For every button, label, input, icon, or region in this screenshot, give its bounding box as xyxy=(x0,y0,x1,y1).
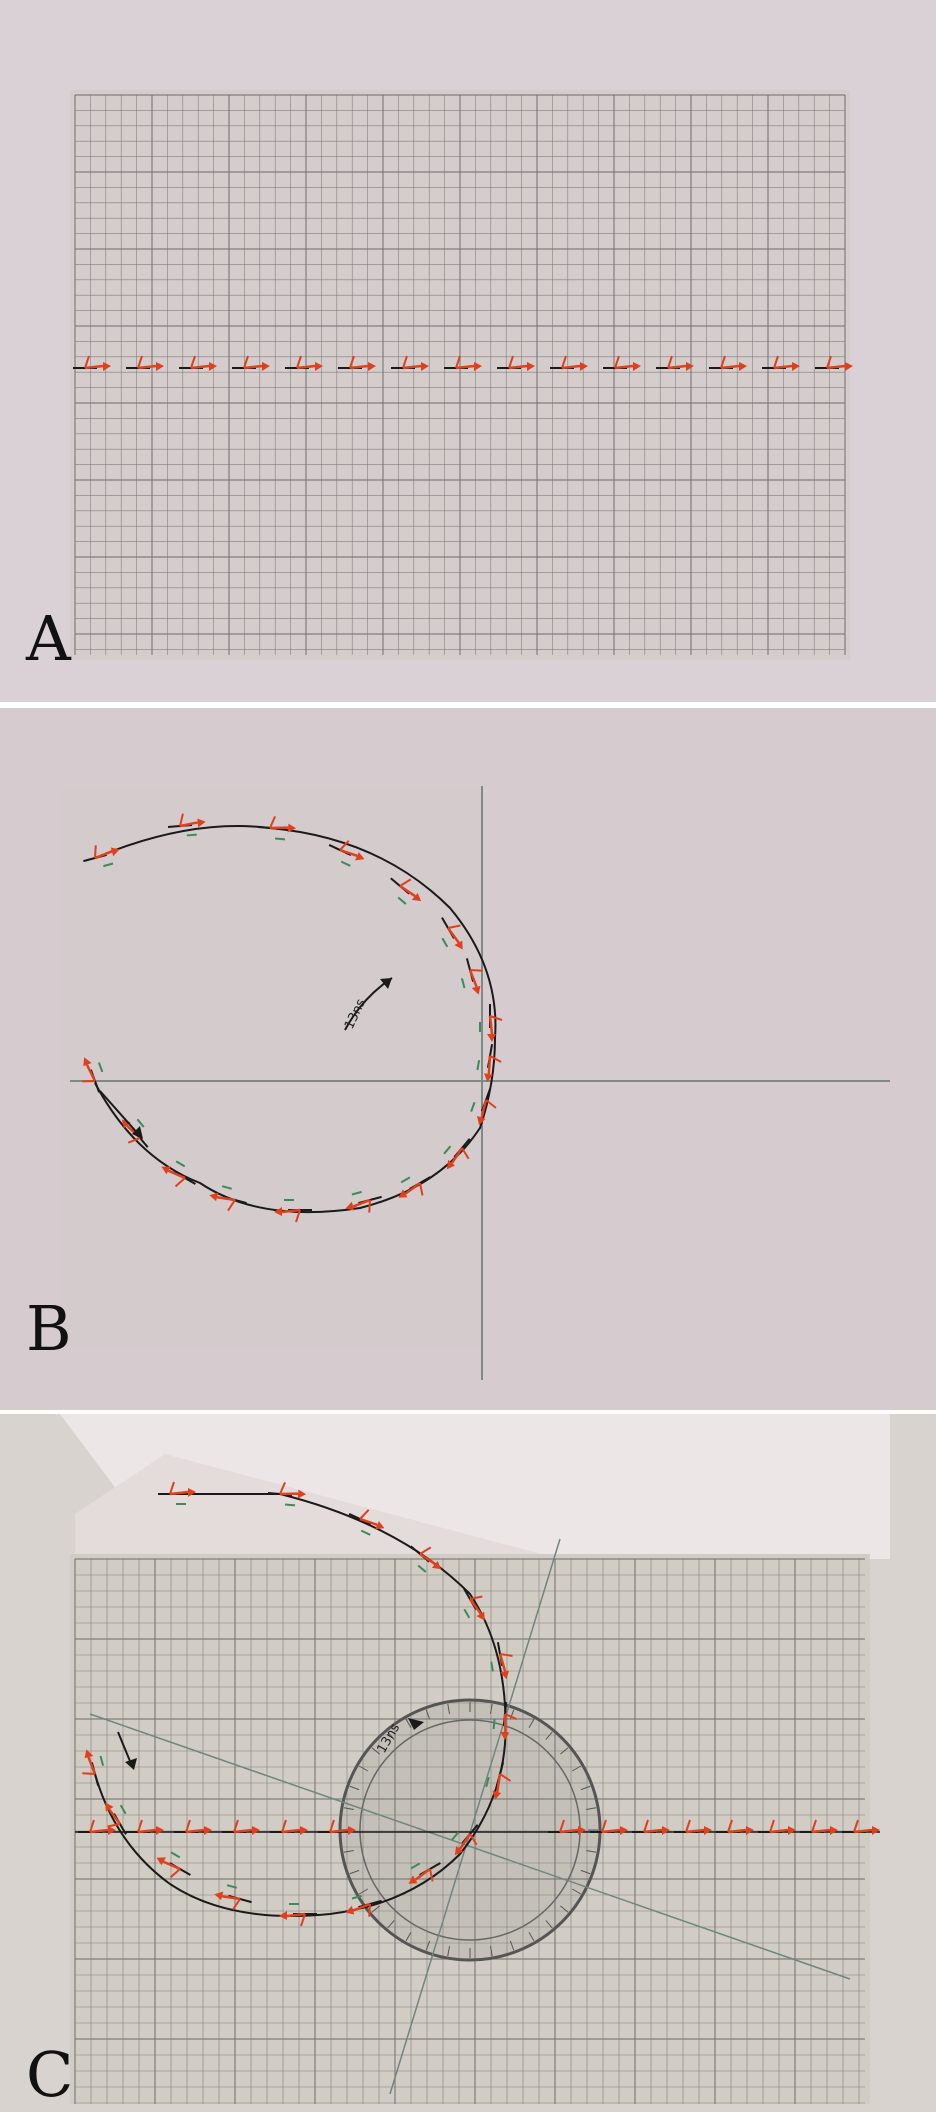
trajectory-marker xyxy=(842,1819,880,1835)
panel-b-paper: 13ns xyxy=(0,708,936,1410)
panel-a-photo: A xyxy=(0,0,936,702)
panel-c-paper: 13ns xyxy=(0,1414,936,2112)
panel-a-label: A xyxy=(26,602,71,675)
trajectory-marker xyxy=(674,1819,712,1835)
trajectory-marker xyxy=(73,355,111,371)
trajectory-marker xyxy=(209,1185,247,1212)
panel-c-markers xyxy=(78,1481,880,1927)
trajectory-marker xyxy=(345,1894,382,1917)
panel-b-photo: 13ns B xyxy=(0,708,936,1410)
trajectory-marker xyxy=(762,355,800,371)
trajectory-marker xyxy=(274,1199,312,1223)
trajectory-marker xyxy=(167,813,206,837)
trajectory-marker xyxy=(82,1057,104,1093)
trajectory-marker xyxy=(451,1824,479,1856)
trajectory-marker xyxy=(443,1138,471,1170)
trajectory-marker xyxy=(460,958,483,995)
trajectory-marker xyxy=(408,1862,441,1884)
trajectory-marker xyxy=(270,1819,308,1835)
trajectory-marker xyxy=(83,845,120,868)
trajectory-marker xyxy=(328,840,365,867)
trajectory-marker xyxy=(348,1509,385,1536)
trajectory-marker xyxy=(267,1481,307,1507)
trajectory-marker xyxy=(548,1819,586,1835)
panel-c-photo: 13ns C xyxy=(0,1414,936,2112)
trajectory-marker xyxy=(463,1588,485,1621)
panel-b-markers xyxy=(82,813,503,1223)
trajectory-marker xyxy=(441,917,463,950)
trajectory-marker xyxy=(550,355,588,371)
panel-c-label: C xyxy=(26,2038,74,2111)
trajectory-marker xyxy=(158,1481,196,1505)
trajectory-marker xyxy=(78,1819,116,1835)
trajectory-marker xyxy=(126,1819,164,1835)
panel-a-straight-trajectory xyxy=(73,355,853,371)
panel-a-graph-paper xyxy=(0,0,936,702)
trajectory-marker xyxy=(318,1819,356,1835)
trajectory-marker xyxy=(632,1819,670,1835)
trajectory-marker xyxy=(444,355,482,371)
trajectory-marker xyxy=(716,1819,754,1835)
trajectory-marker xyxy=(345,1190,382,1213)
trajectory-marker xyxy=(603,355,641,371)
trajectory-marker xyxy=(815,355,853,371)
trajectory-marker xyxy=(390,877,422,905)
trajectory-marker xyxy=(391,355,429,371)
trajectory-marker xyxy=(656,355,694,371)
trajectory-marker xyxy=(222,1819,260,1835)
trajectory-marker xyxy=(156,1851,191,1879)
trajectory-marker xyxy=(590,1819,628,1835)
trajectory-marker xyxy=(470,1088,497,1126)
trajectory-marker xyxy=(257,815,297,841)
trajectory-marker xyxy=(476,1044,502,1082)
trajectory-marker xyxy=(492,1701,518,1741)
trajectory-marker xyxy=(126,355,164,371)
trajectory-marker xyxy=(490,1642,513,1680)
trajectory-marker xyxy=(179,355,217,371)
trajectory-marker xyxy=(485,1762,512,1800)
panel-c-trajectory xyxy=(94,1493,507,1917)
trajectory-marker xyxy=(279,1903,317,1927)
trajectory-marker xyxy=(497,355,535,371)
trajectory-marker xyxy=(410,1545,442,1573)
trajectory-marker xyxy=(800,1819,838,1835)
trajectory-marker xyxy=(214,1884,252,1911)
trajectory-marker xyxy=(479,1004,503,1042)
trajectory-marker xyxy=(758,1819,796,1835)
trajectory-marker xyxy=(709,355,747,371)
trajectory-marker xyxy=(232,355,270,371)
panel-b-label: B xyxy=(26,1292,72,1365)
trajectory-marker xyxy=(105,1802,127,1835)
trajectory-marker xyxy=(338,355,376,371)
trajectory-marker xyxy=(174,1819,212,1835)
trajectory-marker xyxy=(82,1749,105,1786)
trajectory-marker xyxy=(285,355,323,371)
trajectory-marker xyxy=(161,1160,196,1188)
trajectory-marker xyxy=(398,1176,431,1198)
